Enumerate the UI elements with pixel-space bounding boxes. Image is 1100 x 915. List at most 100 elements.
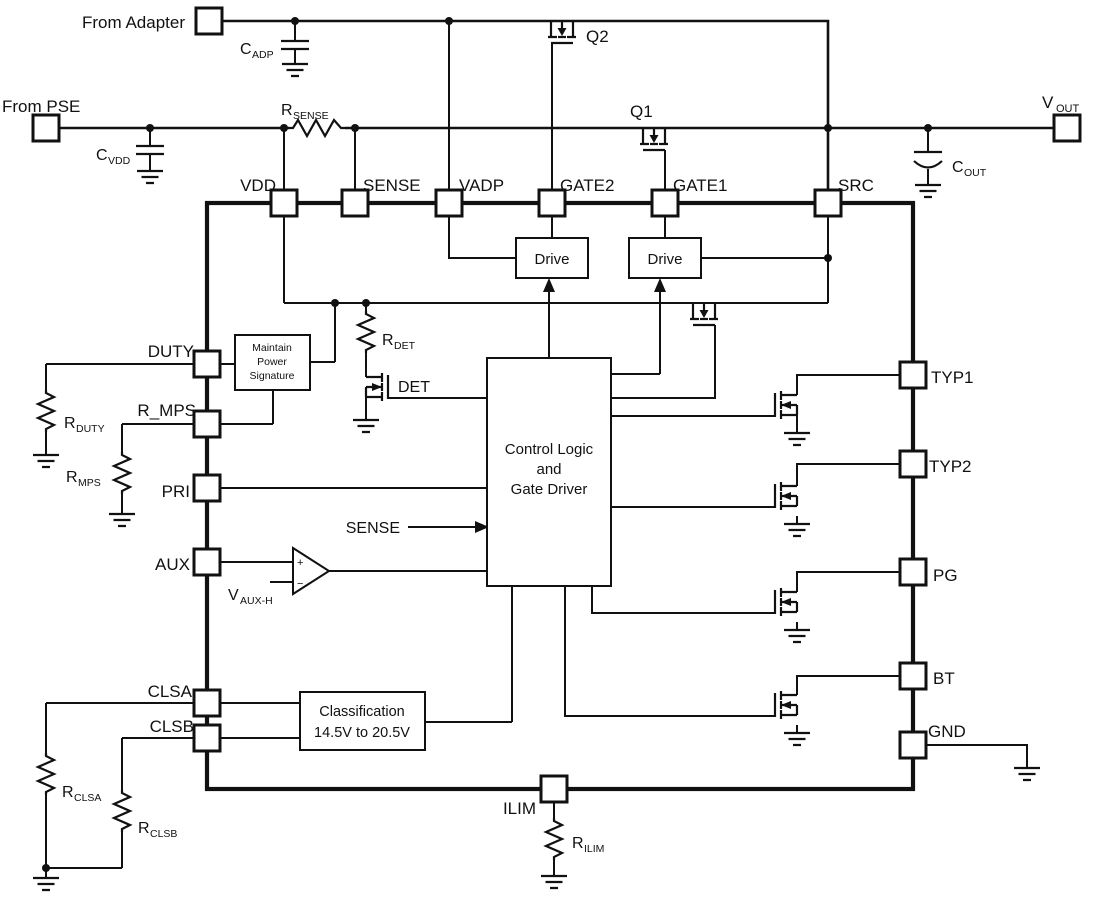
- pin-clsb: [192, 723, 222, 753]
- rsense-label-sub: SENSE: [293, 110, 329, 122]
- transistor-q2: [546, 19, 578, 190]
- pin-label-vadp: VADP: [459, 176, 504, 195]
- pin-label-gnd: GND: [928, 722, 966, 741]
- terminal-from-adapter: [194, 6, 224, 36]
- pin-label-typ2: TYP2: [929, 457, 972, 476]
- bt-fet: [773, 689, 799, 721]
- typ1-fet: [773, 389, 799, 421]
- pin-gnd: [898, 730, 928, 760]
- pin-label-typ1: TYP1: [931, 368, 974, 387]
- vout-label-sub: OUT: [1056, 103, 1080, 115]
- pin-rmps: [192, 409, 222, 439]
- rmps-label-sub: MPS: [78, 477, 101, 489]
- vout-label-main: V: [1042, 93, 1054, 112]
- q1-label: Q1: [630, 102, 653, 121]
- classification-line1: Classification: [319, 704, 404, 720]
- gnd-pin-ground: [1012, 766, 1042, 782]
- capacitor-cout: [913, 128, 943, 199]
- pin-aux: [192, 547, 222, 577]
- cout-label-main: C: [952, 159, 964, 176]
- pin-label-sense: SENSE: [363, 176, 421, 195]
- pin-sense: [340, 188, 370, 218]
- rsense-label-main: R: [281, 102, 293, 119]
- classification-block: Classification 14.5V to 20.5V: [299, 691, 426, 751]
- det-ground: [351, 418, 381, 434]
- rmps-label-main: R: [66, 469, 78, 486]
- pin-bt: [898, 661, 928, 691]
- typ2-ground: [782, 522, 812, 538]
- det-label: DET: [398, 379, 430, 396]
- typ2-fet: [773, 480, 799, 512]
- pin-label-pri: PRI: [162, 482, 190, 501]
- pin-duty: [192, 349, 222, 379]
- vauxh-label-main: V: [228, 587, 239, 604]
- rduty-branch: [31, 363, 194, 469]
- mps-line2: Power: [257, 356, 287, 368]
- wire-vdd-sense-drops: [283, 128, 356, 190]
- pin-label-rmps: R_MPS: [137, 401, 196, 420]
- adapter-rail: [222, 19, 830, 128]
- control-logic-line2: and: [536, 461, 561, 478]
- pin-label-src: SRC: [838, 176, 874, 195]
- pin-label-bt: BT: [933, 669, 955, 688]
- pin-label-aux: AUX: [155, 555, 190, 574]
- cvdd-label-main: C: [96, 147, 108, 164]
- pin-typ1: [898, 360, 928, 390]
- control-logic-block: Control Logic and Gate Driver: [486, 357, 612, 587]
- pin-label-gate2: GATE2: [560, 176, 614, 195]
- rdet-label-main: R: [382, 332, 394, 349]
- pin-vdd: [269, 188, 299, 218]
- from-pse-label: From PSE: [2, 97, 80, 116]
- pin-clsa: [192, 688, 222, 718]
- pin-label-vdd: VDD: [240, 176, 276, 195]
- pin-ilim: [539, 774, 569, 804]
- mps-block: Maintain Power Signature: [234, 334, 311, 391]
- control-logic-line1: Control Logic: [505, 441, 594, 458]
- rdet-label-sub: DET: [394, 340, 416, 352]
- capacitor-cvdd: [134, 128, 166, 185]
- rclsa-branch: [31, 702, 194, 892]
- typ1-ground: [782, 431, 812, 447]
- resistor-rdet: [356, 309, 376, 355]
- capacitor-cadp: [279, 21, 311, 78]
- pin-typ2: [898, 449, 928, 479]
- classification-line2: 14.5V to 20.5V: [314, 725, 410, 741]
- pg-fet: [773, 586, 799, 618]
- cadp-label-main: C: [240, 41, 252, 58]
- control-logic-line3: Gate Driver: [511, 481, 588, 498]
- transistor-q1: [638, 126, 670, 190]
- comparator-plus-sign: +: [297, 557, 303, 569]
- drive-block-left: Drive: [515, 237, 589, 279]
- pin-pg: [898, 557, 928, 587]
- cvdd-label-sub: VDD: [108, 155, 131, 167]
- drive-left-label: Drive: [534, 251, 569, 268]
- drive-block-right: Drive: [628, 237, 702, 279]
- terminal-from-pse: [31, 113, 61, 143]
- rilim-label-sub: ILIM: [584, 843, 604, 855]
- terminal-vout: [1052, 113, 1082, 143]
- rilim-label-main: R: [572, 835, 584, 852]
- junction-dots: [42, 17, 932, 872]
- rduty-label-sub: DUTY: [76, 423, 105, 435]
- bt-ground: [782, 731, 812, 747]
- cout-label-sub: OUT: [964, 167, 987, 179]
- comparator-minus-sign: −: [297, 578, 303, 590]
- pg-ground: [782, 628, 812, 644]
- det-fet: [364, 371, 390, 403]
- aux-comparator: + −: [292, 546, 331, 596]
- resistor-rsense: [287, 118, 347, 138]
- pin-label-duty: DUTY: [148, 342, 194, 361]
- rclsb-label-sub: CLSB: [150, 828, 177, 840]
- rmps-branch: [107, 423, 194, 528]
- vauxh-label-sub: AUX-H: [240, 595, 273, 607]
- q2-label: Q2: [586, 27, 609, 46]
- pin-pri: [192, 473, 222, 503]
- rclsb-label-main: R: [138, 820, 150, 837]
- mps-line1: Maintain: [252, 342, 292, 354]
- pin-src: [813, 188, 843, 218]
- pin-label-pg: PG: [933, 566, 958, 585]
- pin-vadp: [434, 188, 464, 218]
- rclsa-label-sub: CLSA: [74, 792, 101, 804]
